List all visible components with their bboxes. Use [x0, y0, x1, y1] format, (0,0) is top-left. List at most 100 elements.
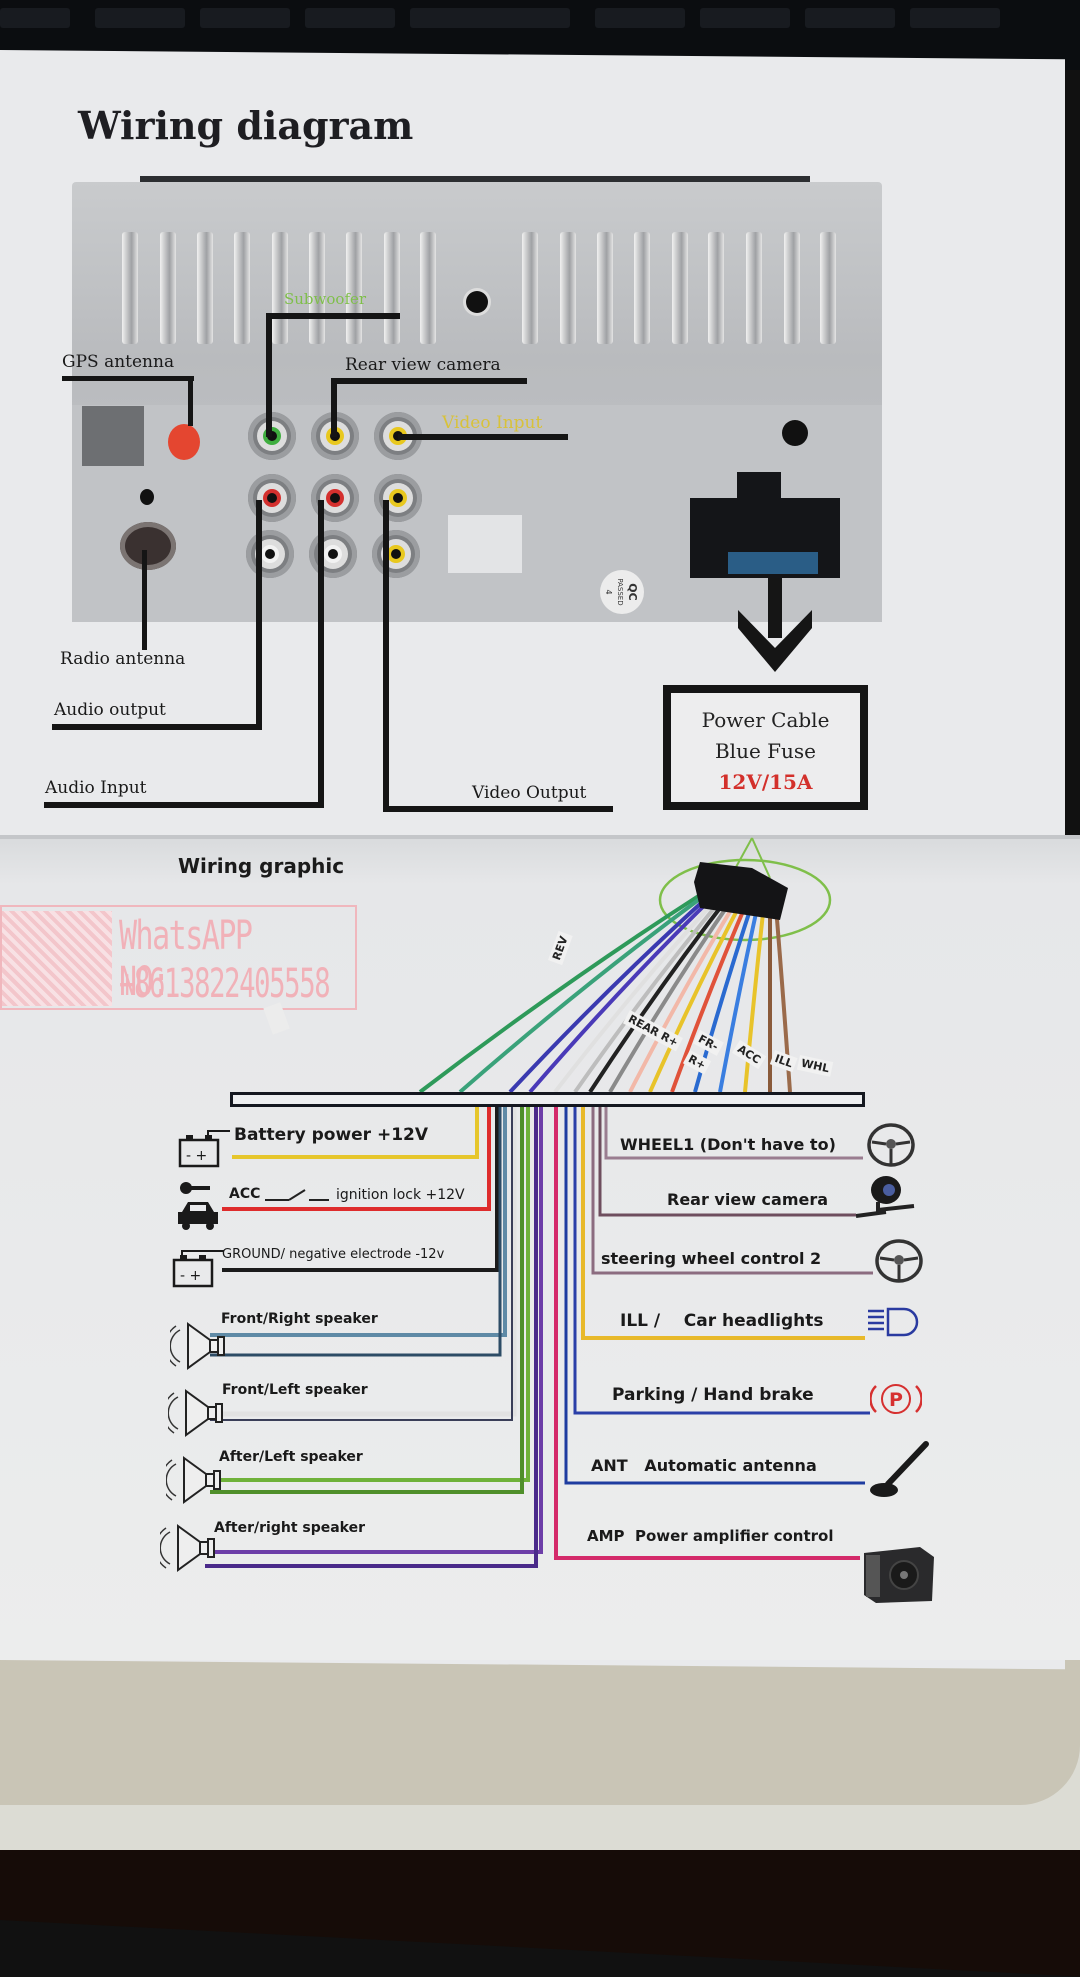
wire-after-right-a	[205, 1107, 543, 1554]
harness-wire	[553, 893, 722, 1094]
vent-slot	[346, 232, 362, 344]
left-wire-label-front-right: Front/Right speaker	[221, 1311, 378, 1327]
keyboard-key	[410, 8, 570, 28]
iso-slot	[82, 406, 144, 466]
qc-line: QC	[626, 583, 639, 601]
wire-bus-bar	[230, 1092, 865, 1107]
blue-fuse-icon	[728, 552, 818, 574]
battery-icon: - +	[178, 1130, 230, 1168]
wire-antenna	[564, 1107, 865, 1485]
right-wire-label-ill: ILL / Car headlights	[620, 1311, 824, 1331]
wire-ill	[581, 1107, 865, 1340]
keyboard-key	[0, 8, 70, 28]
rca-jack-audio-out-left	[246, 530, 294, 578]
right-wire-label-steering-control-2: steering wheel control 2	[601, 1249, 822, 1268]
power-box-rating: 12V/15A	[718, 770, 813, 794]
harness-wire	[670, 894, 752, 1093]
label-audio-input: Audio Input	[45, 778, 147, 798]
harness-wire	[573, 893, 727, 1094]
right-wire-label-parking-brake: Parking / Hand brake	[612, 1385, 814, 1405]
harness-wire	[608, 893, 737, 1094]
callout-line-audio-output	[256, 500, 262, 730]
wire-front-left-a	[210, 1107, 517, 1417]
vent-slot	[784, 232, 800, 344]
harness-port-tab	[737, 472, 781, 498]
wire-harness-illustration	[263, 837, 832, 1094]
left-wire-label-front-left: Front/Left speaker	[222, 1382, 368, 1398]
rca-jack-audio-in-right	[311, 474, 359, 522]
callout-line-video-output	[383, 500, 389, 810]
callout-line-radio-antenna	[142, 550, 147, 650]
callout-line-audio-input	[44, 802, 324, 808]
callout-line-rear-camera	[331, 378, 337, 437]
harness-plug-icon	[694, 862, 788, 920]
keyboard-key	[305, 8, 395, 28]
label-video-output: Video Output	[472, 783, 587, 803]
right-wire-label-amp: AMP Power amplifier control	[587, 1527, 834, 1545]
keyboard-key	[200, 8, 290, 28]
car-key-icon	[178, 1182, 218, 1230]
vent-slot	[122, 232, 138, 344]
callout-line-rear-camera	[331, 378, 527, 384]
left-wire-label-acc: ACC	[229, 1186, 261, 1202]
speaker-icon	[160, 1524, 215, 1572]
connector-highlight-ellipse	[658, 858, 832, 942]
rca-jack-video-output-2	[372, 530, 420, 578]
rca-jack-subwoofer	[248, 412, 296, 460]
speaker-icon	[170, 1322, 225, 1370]
qc-line: 4	[604, 589, 613, 595]
right-wire-label-wheel1: WHEEL1 (Don't have to)	[620, 1135, 836, 1154]
harness-wire	[718, 894, 762, 1093]
wire-acc	[222, 1107, 491, 1211]
steering-wheel-icon	[875, 1239, 923, 1283]
qr-code-icon	[2, 911, 112, 1006]
tray	[0, 1655, 1080, 1805]
callout-line-video-input	[398, 434, 568, 440]
qc-line: PASSED	[616, 578, 624, 606]
wire-front-right-b	[210, 1107, 502, 1357]
vent-slot	[672, 232, 688, 344]
parking-brake-icon: P	[870, 1384, 922, 1414]
wire-ground	[222, 1107, 499, 1272]
keyboard-key	[595, 8, 685, 28]
callout-line-audio-input	[318, 500, 324, 807]
callout-pointer	[751, 837, 771, 879]
callout-line-audio-output	[52, 724, 260, 730]
keyboard-key	[910, 8, 1000, 28]
callout-line-gps	[188, 376, 193, 426]
label-video-input: Video Input	[442, 413, 543, 433]
battery-icon: - +	[172, 1250, 224, 1288]
vent-slot	[820, 232, 836, 344]
wire-front-right-a	[210, 1107, 507, 1337]
stamp-line1: WhatsAPP NO:	[119, 913, 253, 1005]
vent-slot	[160, 232, 176, 344]
document-title: Wiring diagram	[78, 103, 414, 148]
callout-line-gps	[62, 376, 194, 381]
vent-slot	[560, 232, 576, 344]
left-wire-label-battery: Battery power +12V	[234, 1125, 429, 1145]
wire-steering-control-2	[591, 1107, 873, 1275]
svg-text:- +: - +	[180, 1268, 201, 1284]
label-audio-output: Audio output	[54, 700, 166, 720]
mount-hole-icon	[466, 291, 488, 313]
mount-hole-icon	[140, 489, 154, 505]
mount-hole-icon	[782, 420, 808, 446]
vent-slot	[634, 232, 650, 344]
wire-wheel1	[604, 1107, 863, 1160]
svg-text:- +: - +	[186, 1148, 207, 1164]
vent-slot	[597, 232, 613, 344]
headlight-icon	[868, 1307, 919, 1337]
gps-connector-icon	[168, 424, 200, 460]
steering-wheel-icon	[867, 1123, 915, 1167]
amplifier-icon	[864, 1547, 934, 1603]
left-wire-label-after-right: After/right speaker	[214, 1520, 366, 1536]
harness-wire	[648, 894, 747, 1093]
label-radio-antenna: Radio antenna	[60, 649, 186, 669]
paper-fold	[0, 835, 1080, 839]
left-wire-label-after-left: After/Left speaker	[219, 1449, 363, 1465]
arrow-down-icon	[738, 610, 812, 672]
stamp-line2: +8613822405558	[119, 961, 331, 1007]
rca-jack-video-output	[374, 474, 422, 522]
harness-wire	[528, 893, 717, 1094]
harness-tag	[263, 1002, 290, 1035]
